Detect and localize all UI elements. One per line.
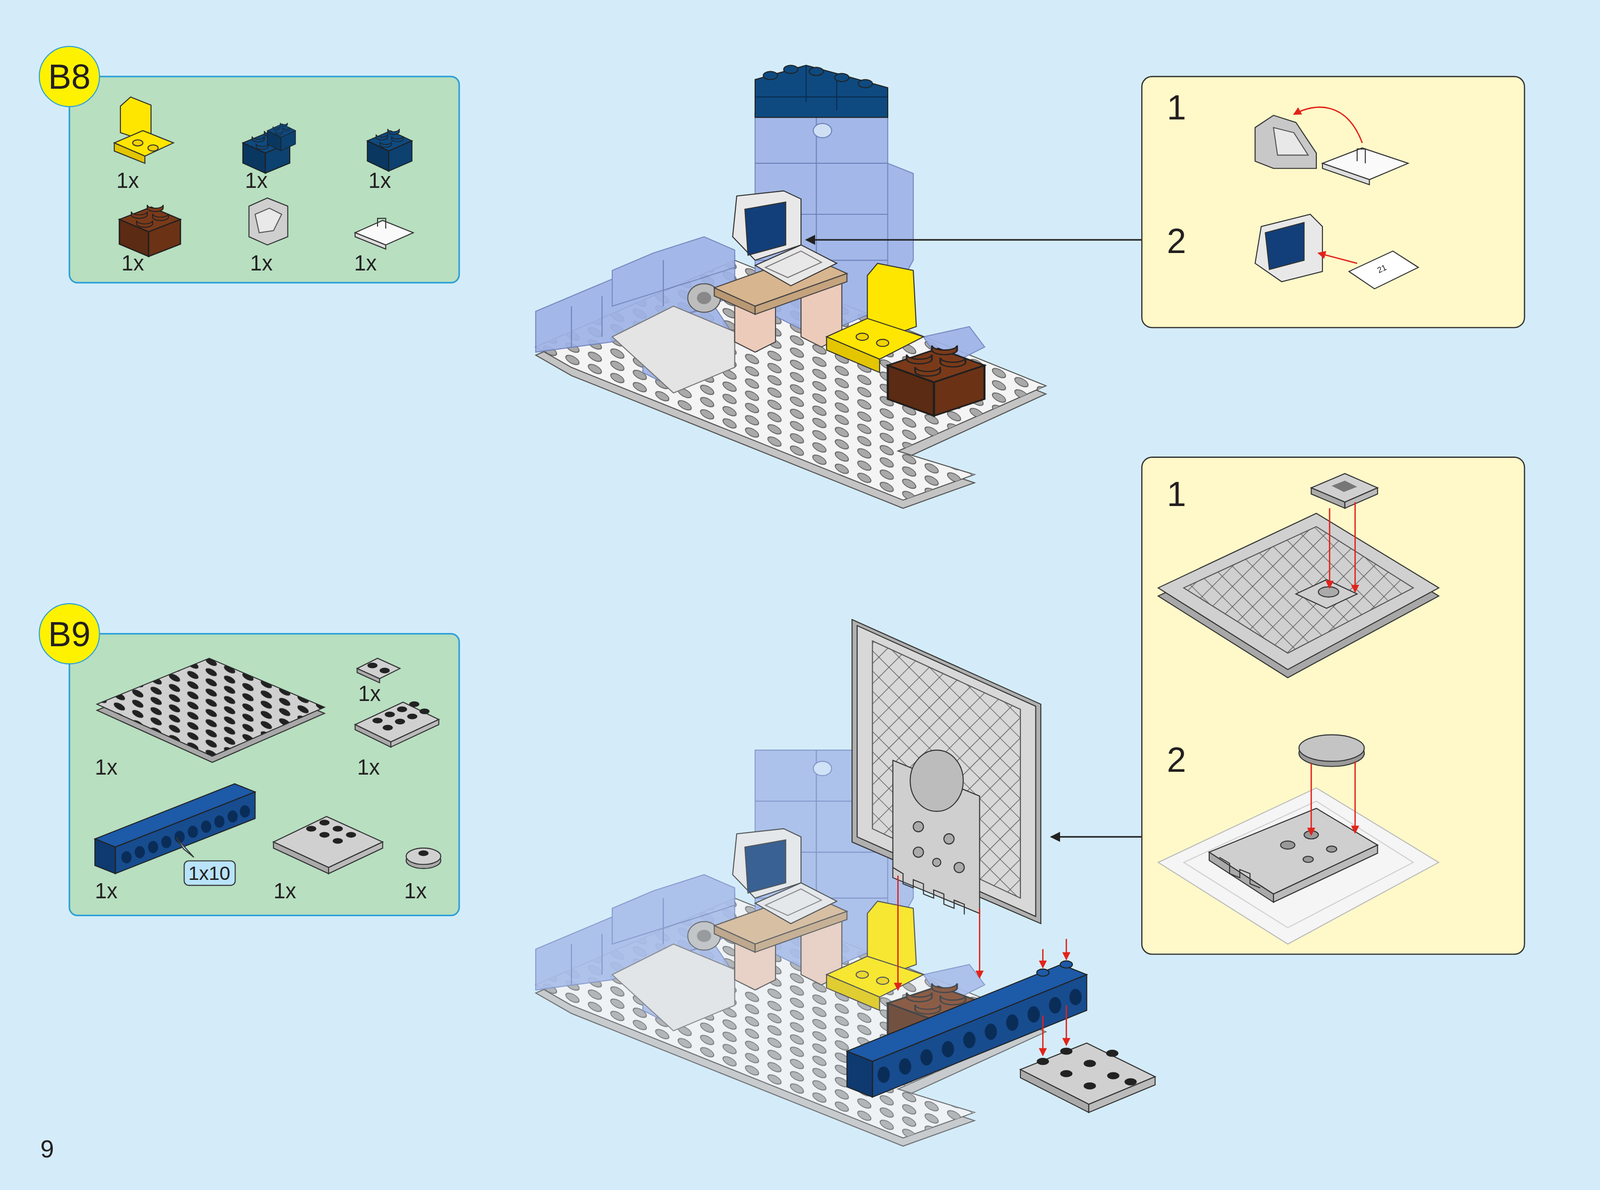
part-count: 1x [121, 251, 144, 273]
part-count: 1x [94, 755, 118, 777]
substep-number: 1 [1166, 476, 1187, 512]
page-number: 9 [40, 1136, 54, 1162]
part-count: 1x [404, 879, 427, 901]
node-text: B9 [48, 616, 91, 652]
step-badge: B8 [38, 45, 101, 108]
substep-number: 1 [1166, 89, 1187, 125]
substep-number: 2 [1166, 223, 1187, 259]
node-text: B8 [48, 58, 91, 94]
part-count: 1x [368, 168, 391, 191]
part-count: 1x [353, 251, 377, 273]
part-count: 1x [273, 879, 296, 901]
part-count: 1x [357, 755, 380, 777]
part-count: 1x [244, 168, 268, 191]
node-text: 1x10 [188, 862, 231, 883]
part-count: 1x [94, 879, 118, 901]
substep-number: 2 [1166, 741, 1187, 777]
part-count: 1x [250, 251, 273, 273]
step-badge: B9 [38, 603, 101, 665]
length-callout: 1x10 [183, 859, 236, 886]
part-count: 1x [358, 682, 381, 704]
part-count: 1x [116, 168, 139, 191]
